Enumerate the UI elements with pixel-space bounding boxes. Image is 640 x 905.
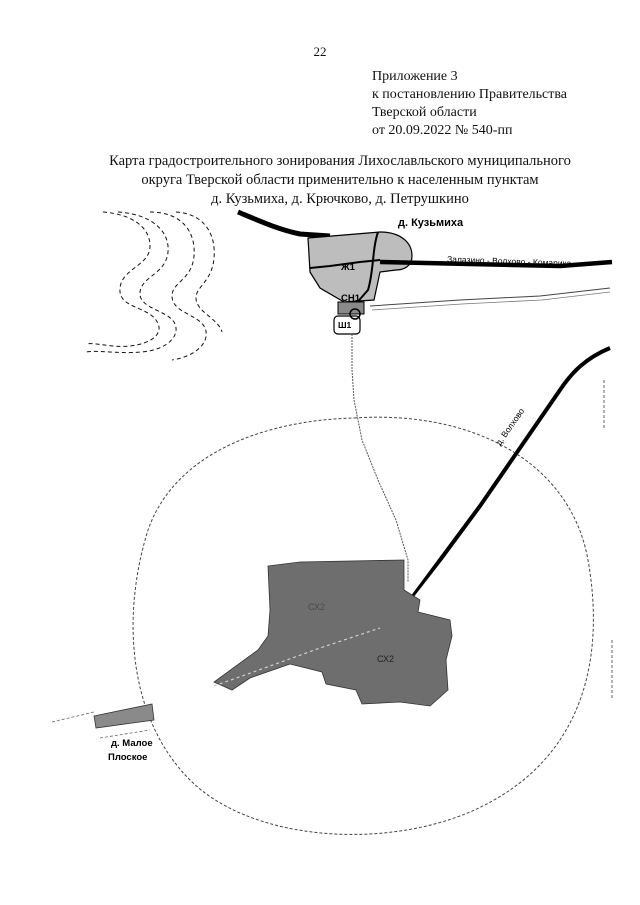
settlement-maloe-area <box>93 703 155 729</box>
facility-marker <box>349 308 361 320</box>
zone-sn1-area <box>337 301 365 315</box>
label-road-zalazino: Залазино - Волхово - Комарика <box>447 254 572 268</box>
track-east <box>371 291 611 311</box>
page-number: 22 <box>313 44 327 59</box>
label-maloe: д. Малое <box>111 738 153 749</box>
appendix-line: Тверской области <box>372 105 477 120</box>
appendix-line: Приложение 3 <box>372 69 458 84</box>
label-ploskoe: Плоское <box>108 752 147 763</box>
zone-sh1-area <box>333 315 361 335</box>
agri-strip <box>213 627 381 687</box>
river-outline-right <box>149 211 207 361</box>
internal-road <box>309 259 381 269</box>
internal-road <box>353 231 379 307</box>
label-sh1: Ш1 <box>338 320 352 330</box>
label-road-volkhovo: д. Волхово <box>493 406 526 447</box>
title-line: Карта градостроительного зонирования Лих… <box>109 153 571 169</box>
river-outline-inner <box>85 211 177 354</box>
label-zh1: Ж1 <box>340 262 356 273</box>
river-outline-far <box>175 211 223 333</box>
road-volkhovo <box>398 346 611 616</box>
title-line: округа Тверской области применительно к … <box>141 172 539 188</box>
map-title: Карта градостроительного зонирования Лих… <box>60 152 620 209</box>
label-sn1: СН1 <box>341 293 361 304</box>
edge-boundary <box>603 380 613 700</box>
track-south <box>351 334 409 582</box>
title-line: д. Кузьмиха, д. Крючково, д. Петрушкино <box>211 191 469 207</box>
track-east <box>369 287 611 307</box>
river-outline-outer <box>85 211 160 347</box>
zone-skh2-area <box>213 559 453 707</box>
label-skh2-a: СХ2 <box>308 602 325 612</box>
label-kuzmikha: д. Кузьмиха <box>398 217 464 229</box>
settlement-boundary <box>132 416 594 835</box>
maloe-boundary <box>51 711 151 739</box>
road-zalazino <box>379 259 613 269</box>
appendix-line: от 20.09.2022 № 540-пп <box>372 123 513 138</box>
appendix-line: к постановлению Правительства <box>372 87 568 102</box>
main-road <box>237 209 331 239</box>
label-skh2-b: СХ2 <box>377 654 394 664</box>
appendix-block: Приложение 3 к постановлению Правительст… <box>372 68 567 140</box>
